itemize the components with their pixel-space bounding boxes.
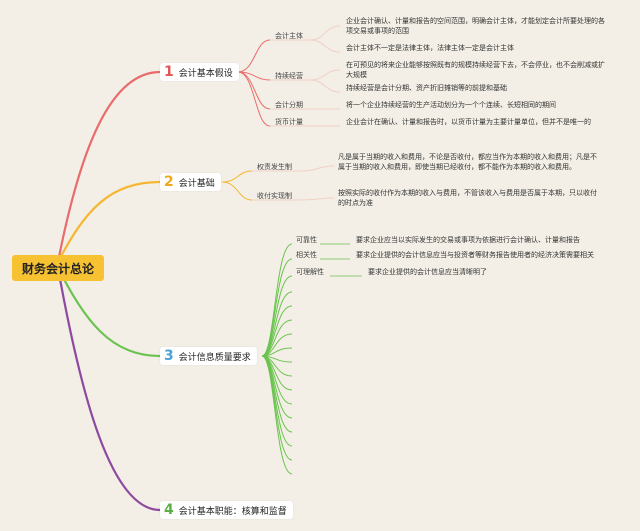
detail-1-3: 将一个企业持续经营的生产活动划分为一个个连续、长短相同的期间 [346, 101, 556, 109]
connector-branch-4 [56, 267, 161, 512]
branch-number-4: 4 [164, 502, 174, 518]
detail-2-1: 凡是属于当期的收入和费用，不论是否收付，都应当作为本期的收入和费用；凡是不属于当… [338, 153, 597, 171]
detail-3-1: 要求企业应当以实际发生的交易或事项为依据进行会计确认、计量和报告 [356, 236, 580, 244]
connector-detail-1-2b [309, 79, 341, 93]
detail-1-4: 企业会计在确认、计量和报告时，以货币计量为主要计量单位，但并不是唯一的 [346, 118, 591, 126]
branch-node-4[interactable]: 4 会计基本职能：核算和监督 [160, 501, 293, 519]
connector-detail-1-2a [309, 69, 341, 81]
detail-1-2b: 持续经营是会计分期、资产折旧摊销等的前提和基础 [346, 84, 507, 92]
branch-node-1[interactable]: 1 会计基本假设 [160, 63, 239, 81]
root-node[interactable]: 财务会计总论 [12, 255, 104, 281]
connector-branch-3 [57, 267, 161, 358]
sub-label-2-2[interactable]: 收付实现制 [257, 192, 292, 200]
connector-branch-2 [57, 180, 161, 263]
connector-detail-2-1 [299, 165, 335, 172]
sub-label-3-2[interactable]: 相关性 [296, 251, 317, 259]
branch-label-4: 会计基本职能：核算和监督 [178, 506, 287, 517]
connector-detail-1-1a [309, 25, 341, 41]
sub-label-3-3[interactable]: 可理解性 [296, 268, 324, 276]
branch-node-3[interactable]: 3 会计信息质量要求 [160, 347, 257, 365]
branch-label-2: 会计基础 [178, 178, 215, 189]
connector-detail-2-2 [299, 197, 335, 201]
detail-1-1a: 企业会计确认、计量和报告的空间范围，明确会计主体，才能划定会计所要处理的各项交易… [346, 17, 605, 35]
connector-sub-1-1 [237, 39, 271, 73]
sub-label-2-1[interactable]: 权责发生制 [257, 163, 292, 171]
branch-label-1: 会计基本假设 [178, 68, 233, 79]
sub-label-1-4[interactable]: 货币计量 [275, 118, 303, 126]
detail-1-1b: 会计主体不一定是法律主体，法律主体一定是会计主体 [346, 44, 514, 52]
branch-number-2: 2 [164, 174, 174, 190]
sub-label-3-1[interactable]: 可靠性 [296, 236, 317, 244]
connector-sub-2-2 [221, 181, 253, 201]
connector-sub-3-2 [261, 258, 293, 357]
connector-sub-2-1 [221, 170, 253, 183]
sub-label-1-2[interactable]: 持续经营 [275, 72, 303, 80]
detail-3-3: 要求企业提供的会计信息应当清晰明了 [368, 268, 487, 276]
detail-2-2: 按照实际的收付作为本期的收入与费用，不管该收入与费用是否属于本期，只以收付的时点… [338, 189, 597, 207]
connector-sub-1-4 [237, 71, 271, 127]
connector-detail-1-1b [309, 39, 341, 53]
branch-number-3: 3 [164, 348, 174, 364]
branch-number-1: 1 [164, 64, 174, 80]
detail-3-2: 要求企业提供的会计信息应当与投资者等财务报告使用者的经济决策需要相关 [356, 251, 594, 259]
branch-label-3: 会计信息质量要求 [178, 352, 251, 363]
sub-label-1-1[interactable]: 会计主体 [275, 32, 303, 40]
connector-branch-1 [56, 70, 161, 263]
connector-sub-1-3 [237, 71, 271, 110]
detail-1-2a: 在可预见的将来企业能够按照既有的规模持续经营下去，不会停业，也不会削减或扩大规模 [346, 61, 605, 79]
branch-node-2[interactable]: 2 会计基础 [160, 173, 221, 191]
root-label: 财务会计总论 [21, 261, 94, 276]
sub-label-1-3[interactable]: 会计分期 [275, 101, 303, 109]
